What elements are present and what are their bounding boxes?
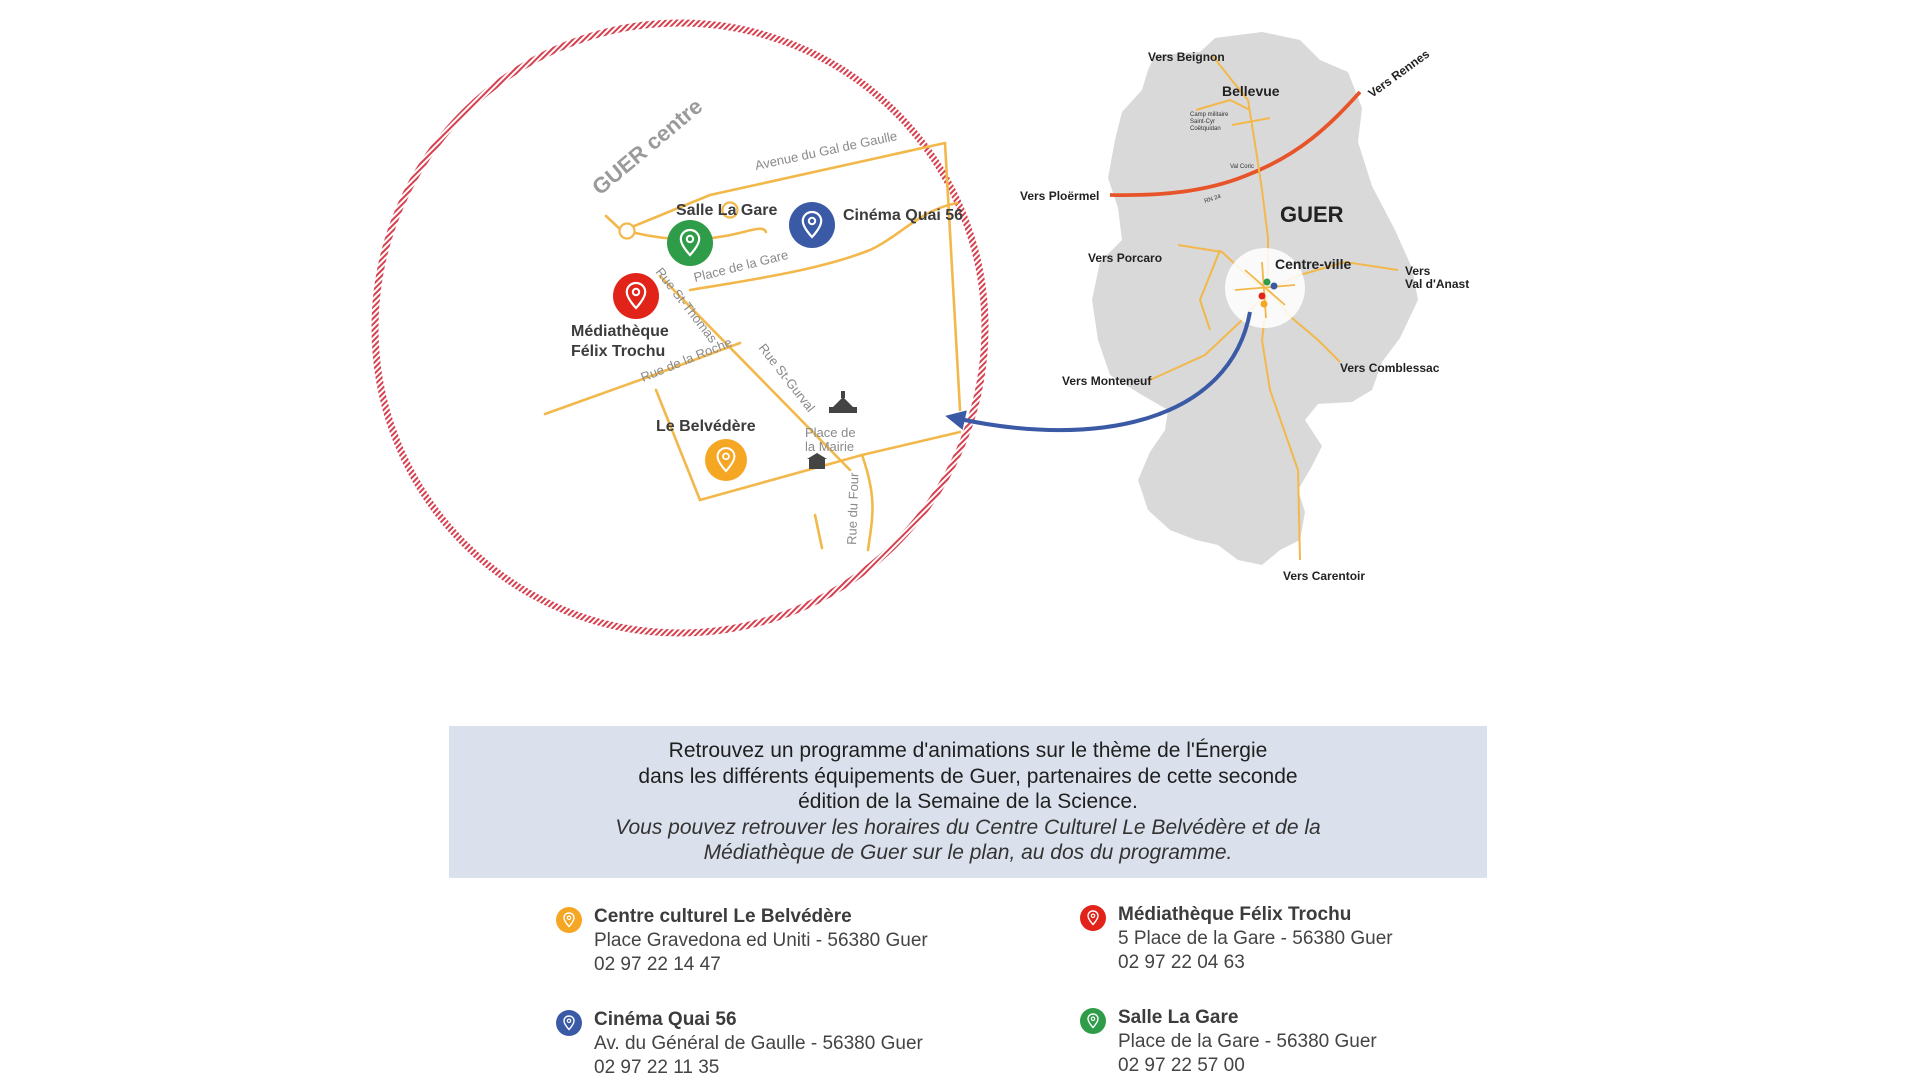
venue-phone: 02 97 22 04 63 — [1118, 952, 1245, 973]
centre-map: GUER centre Avenue du Gal de Gaulle Plac… — [371, 19, 989, 637]
venue-address: Place de la Gare - 56380 Guer — [1118, 1031, 1377, 1052]
roundabout-gare — [721, 201, 739, 219]
label-mediatheque-1: Médiathèque — [571, 323, 669, 340]
region-map: Vers Beignon Bellevue Camp militaire Sai… — [1020, 32, 1469, 583]
label-belvedere: Le Belvédère — [656, 418, 756, 435]
info-line-3: édition de la Semaine de la Science. — [798, 790, 1138, 814]
pin-salle-gare[interactable] — [667, 220, 713, 266]
dot-green — [1263, 278, 1271, 286]
label-vers-ploermel: Vers Ploërmel — [1020, 189, 1099, 203]
pin-blue-icon — [556, 1010, 582, 1036]
venue-phone: 02 97 22 14 47 — [594, 954, 721, 975]
info-line-1: Retrouvez un programme d'animations sur … — [668, 739, 1268, 763]
centre-roads-mini — [1234, 261, 1296, 319]
info-line-2: dans les différents équipements de Guer,… — [638, 764, 1298, 788]
centre-map-circle — [371, 19, 989, 637]
road-belvedere-west — [654, 388, 702, 502]
street-place-mairie-2: la Mairie — [805, 439, 854, 454]
label-camp-3: Coëtquidan — [1190, 126, 1221, 132]
label-centre-ville: Centre-ville — [1275, 256, 1351, 272]
street-place-mairie-1: Place de — [805, 425, 856, 440]
label-mediatheque-2: Félix Trochu — [571, 343, 665, 360]
pin-green-icon — [1080, 1008, 1106, 1034]
label-vers-beignon: Vers Beignon — [1148, 50, 1225, 64]
pin-cinema[interactable] — [789, 202, 835, 248]
info-line-4: Vous pouvez retrouver les horaires du Ce… — [615, 815, 1321, 839]
label-vers-carentoir: Vers Carentoir — [1283, 569, 1365, 583]
road-loop-gare — [625, 227, 768, 241]
label-camp-1: Camp militaire — [1190, 112, 1229, 118]
venue-mediatheque: Médiathèque Félix Trochu 5 Place de la G… — [1080, 903, 1500, 975]
venue-name: Salle La Gare — [1118, 1007, 1239, 1028]
venue-name: Cinéma Quai 56 — [594, 1009, 737, 1030]
pin-red-icon — [1080, 905, 1106, 931]
venue-phone: 02 97 22 11 35 — [594, 1057, 720, 1078]
venue-salle-gare: Salle La Gare Place de la Gare - 56380 G… — [1080, 1006, 1500, 1078]
dot-blue — [1270, 282, 1278, 290]
venue-cinema: Cinéma Quai 56 Av. du Général de Gaulle … — [556, 1008, 976, 1080]
venue-phone: 02 97 22 57 00 — [1118, 1055, 1245, 1076]
label-vers-rennes: Vers Rennes — [1366, 47, 1433, 101]
label-rn24: RN 24 — [1204, 194, 1223, 205]
road-avenue-gaulle — [604, 141, 947, 233]
road-rue-roche — [543, 341, 742, 416]
label-vers-porcaro: Vers Porcaro — [1088, 251, 1162, 265]
label-salle-gare: Salle La Gare — [676, 202, 777, 219]
centre-roads — [543, 141, 962, 552]
venue-belvedere: Centre culturel Le Belvédère Place Grave… — [556, 905, 976, 977]
pin-mediatheque[interactable] — [613, 273, 659, 319]
road-mairie-stub — [813, 513, 824, 550]
label-vers-monteneuf: Vers Monteneuf — [1062, 374, 1152, 388]
pin-orange-icon — [556, 907, 582, 933]
venue-name: Centre culturel Le Belvédère — [594, 906, 852, 927]
label-vers-val-1: Vers — [1405, 264, 1431, 278]
pin-belvedere[interactable] — [705, 439, 747, 481]
street-rue-four: Rue du Four — [844, 472, 862, 545]
roundabout — [618, 222, 636, 240]
region-roads — [1149, 54, 1399, 561]
venue-address: 5 Place de la Gare - 56380 Guer — [1118, 928, 1393, 949]
label-camp-2: Saint-Cyr — [1190, 119, 1215, 125]
road-st-thomas — [658, 274, 852, 472]
road-east-vertical — [943, 141, 962, 412]
label-vers-comblessac: Vers Comblessac — [1340, 361, 1440, 375]
road-place-gare — [688, 201, 959, 292]
road-rue-four — [860, 453, 874, 552]
highway-rn24 — [1109, 90, 1362, 198]
connecting-arrow — [945, 311, 1252, 433]
venue-name: Médiathèque Félix Trochu — [1118, 904, 1352, 925]
info-box: Retrouvez un programme d'animations sur … — [449, 726, 1487, 878]
venue-address: Place Gravedona ed Uniti - 56380 Guer — [594, 930, 928, 951]
label-bellevue: Bellevue — [1222, 83, 1280, 99]
info-line-5: Médiathèque de Guer sur le plan, au dos … — [703, 841, 1233, 865]
label-cinema: Cinéma Quai 56 — [843, 207, 963, 224]
dot-red — [1258, 292, 1266, 300]
label-guer: GUER — [1280, 202, 1344, 227]
map: GUER centre Avenue du Gal de Gaulle Plac… — [371, 19, 1469, 637]
town-hall-icon — [807, 453, 827, 469]
dot-orange — [1260, 300, 1268, 308]
label-val-coric: Val Coric — [1230, 164, 1254, 170]
label-vers-val-2: Val d'Anast — [1405, 277, 1469, 291]
venue-address: Av. du Général de Gaulle - 56380 Guer — [594, 1033, 923, 1054]
church-icon — [829, 391, 857, 413]
